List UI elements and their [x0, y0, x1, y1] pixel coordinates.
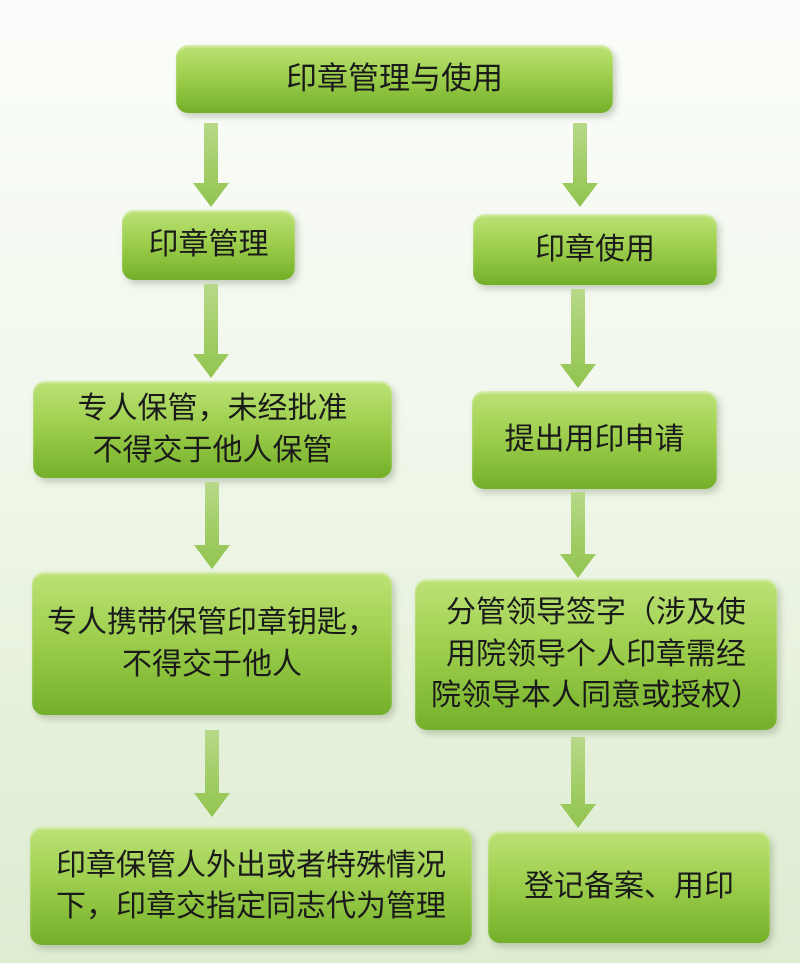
node-step-leader-signature: 分管领导签字（涉及使 用院领导个人印章需经 院领导本人同意或授权）: [415, 579, 777, 730]
down-arrow-icon: [560, 737, 596, 828]
down-arrow-icon: [194, 730, 230, 817]
down-arrow-icon: [193, 284, 229, 378]
node-seal-usage: 印章使用: [473, 214, 717, 285]
down-arrow-icon: [194, 482, 230, 569]
node-step-register-and-stamp: 登记备案、用印: [488, 831, 770, 943]
node-step-dedicated-custody: 专人保管，未经批准 不得交于他人保管: [33, 381, 392, 478]
down-arrow-icon: [562, 123, 598, 207]
down-arrow-icon: [560, 289, 596, 388]
node-step-delegate-custody: 印章保管人外出或者特殊情况 下，印章交指定同志代为管理: [30, 827, 472, 945]
down-arrow-icon: [193, 123, 229, 207]
node-step-keep-seal-key: 专人携带保管印章钥匙， 不得交于他人: [32, 572, 392, 715]
node-seal-management-and-usage: 印章管理与使用: [176, 45, 613, 113]
node-step-apply-for-seal-use: 提出用印申请: [472, 391, 717, 489]
node-seal-management: 印章管理: [122, 210, 295, 280]
down-arrow-icon: [560, 492, 596, 578]
